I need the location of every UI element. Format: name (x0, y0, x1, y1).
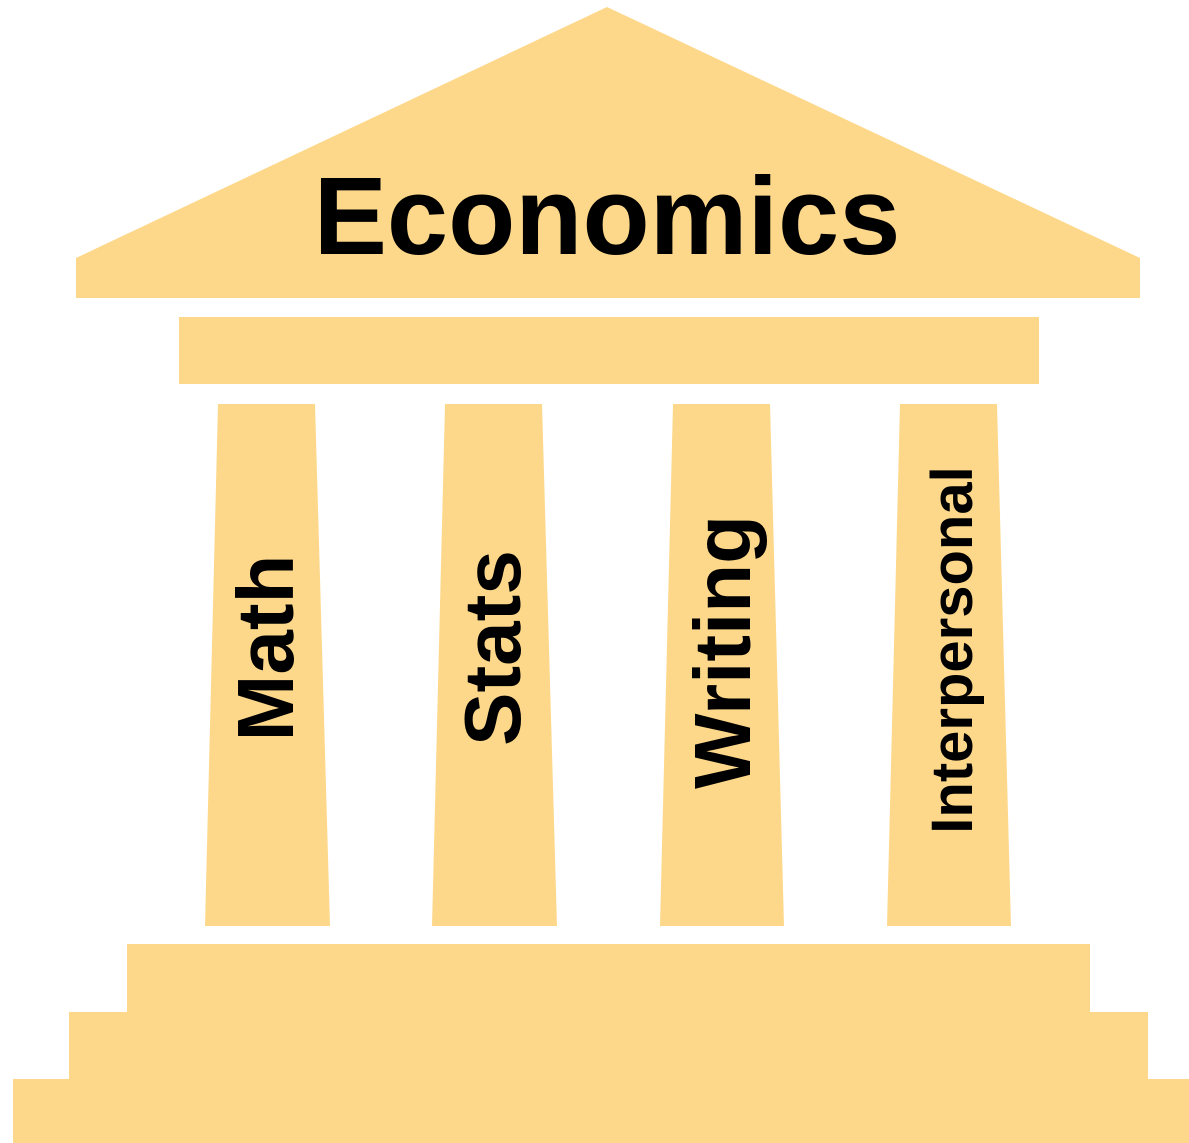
temple-beam (179, 317, 1039, 384)
pillar-interpersonal (887, 404, 1011, 926)
pillar-math (205, 404, 330, 926)
pillar-stats (432, 404, 557, 926)
pillar-label-math: Math (221, 555, 310, 742)
pillar-label-interpersonal: Interpersonal (920, 466, 985, 833)
pillar-label-stats: Stats (448, 550, 537, 746)
base-step-bottom (13, 1079, 1189, 1143)
roof-title: Economics (314, 155, 901, 278)
base-step-middle (69, 1012, 1148, 1080)
pillar-writing (660, 404, 784, 926)
temple-roof (76, 7, 1140, 298)
pillar-label-writing: Writing (678, 515, 767, 789)
base-step-top (127, 944, 1090, 1014)
